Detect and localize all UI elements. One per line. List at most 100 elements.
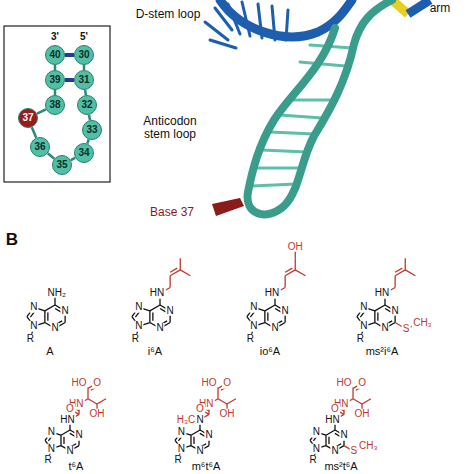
nucleoside-name: ms²t⁶A (324, 461, 357, 473)
nucleotide-circle: 36 (30, 137, 50, 157)
nucleotide-circle: 32 (77, 95, 97, 115)
nucleoside-name: ms²i⁶A (366, 346, 399, 358)
atom-label: N (359, 302, 368, 313)
bond (193, 437, 194, 444)
atom-label: N (65, 446, 74, 457)
atom-label: O (330, 404, 340, 415)
atom-label: HN (59, 414, 75, 425)
bond (63, 437, 64, 444)
position-number: 37 (22, 113, 33, 123)
panel-letter: B (6, 231, 18, 249)
atom-label: CH₃ (358, 441, 379, 452)
nucleotide-circle: 39 (45, 70, 65, 90)
atom-label: HO (336, 378, 353, 389)
position-number: 32 (81, 100, 92, 110)
atom-label: N (47, 443, 56, 454)
strand-end: 3' (51, 32, 59, 43)
atom-label: OH (287, 241, 304, 252)
bond (353, 399, 362, 404)
bond (328, 437, 329, 444)
atom-label: N (195, 414, 204, 425)
atom-label: O (195, 404, 205, 415)
bond (395, 268, 402, 272)
position-number: 30 (78, 50, 89, 60)
bond (47, 313, 48, 321)
position-number: 34 (78, 148, 89, 158)
bond (375, 305, 385, 311)
bond (362, 399, 371, 404)
atom-label: N (380, 323, 389, 334)
position-number: 31 (78, 75, 89, 85)
bond (45, 305, 55, 311)
nucleoside-name: i⁶A (148, 346, 162, 358)
atom-label: N (249, 321, 258, 332)
atom-label: N (339, 430, 348, 441)
atom-label: N (270, 323, 279, 334)
bond (152, 313, 153, 321)
bond (394, 276, 395, 288)
atom-label: N (177, 443, 186, 454)
bond (325, 435, 326, 445)
atom-label: N (134, 321, 143, 332)
atom-label: HN (374, 288, 390, 299)
bond (326, 430, 335, 435)
bond (87, 388, 88, 398)
atom-label: S (349, 446, 358, 457)
nucleotide-circle: 30 (74, 45, 94, 65)
atom-label: N (330, 446, 339, 457)
bond (218, 399, 227, 404)
bond (97, 399, 106, 404)
base-37-highlight (212, 198, 244, 216)
position-number: 40 (49, 50, 60, 60)
bond (264, 311, 265, 323)
nucleotide-circle: 31 (74, 70, 94, 90)
nucleotide-circle: 38 (45, 95, 65, 115)
atom-label: N (74, 430, 83, 441)
atom-label: N (359, 321, 368, 332)
region-label: arm (430, 2, 451, 15)
bond (405, 270, 415, 276)
position-number: 39 (49, 75, 60, 85)
region-label: Base 37 (150, 206, 194, 219)
backbone-line (32, 127, 36, 138)
atom-label: NH₂ (47, 287, 67, 298)
atom-label: N (391, 306, 400, 317)
atom-label: R (26, 334, 35, 345)
atom-label: N (29, 321, 38, 332)
atom-label: O (92, 378, 102, 389)
bond (295, 270, 305, 276)
atom-label: N (50, 323, 59, 334)
atom-label: N (312, 443, 321, 454)
atom-label: HO (71, 378, 88, 389)
atom-label: O (65, 404, 75, 415)
nucleotide-circle: 35 (52, 155, 72, 175)
bond (374, 311, 375, 323)
anticodon-ribbon (248, 0, 392, 214)
bond (149, 311, 150, 323)
strand-end: 5' (80, 32, 88, 43)
nucleoside-name: A (46, 346, 53, 358)
atom-label: R (309, 455, 318, 466)
nucleoside-name: io⁶A (260, 346, 280, 358)
base-pair-line (65, 78, 74, 82)
atom-label: HN (264, 288, 280, 299)
atom-label: R (131, 334, 140, 345)
atom-label: OH (89, 409, 106, 420)
backbone-line (37, 109, 46, 113)
bond (217, 388, 218, 398)
bond (180, 270, 190, 276)
nucleoside-name: m⁶t⁶A (192, 461, 221, 473)
bond (352, 388, 353, 398)
atom-label: N (166, 306, 175, 317)
atom-label: CH₃ (412, 318, 433, 329)
position-number: 38 (49, 100, 60, 110)
bond (295, 258, 296, 270)
bond (284, 276, 285, 288)
atom-label: N (312, 427, 321, 438)
bond (285, 268, 292, 272)
atom-label: N (195, 446, 204, 457)
bond (191, 430, 200, 435)
atom-label: HO (201, 378, 218, 389)
nucleoside-name: t⁶A (69, 461, 84, 473)
atom-label: R (44, 455, 53, 466)
